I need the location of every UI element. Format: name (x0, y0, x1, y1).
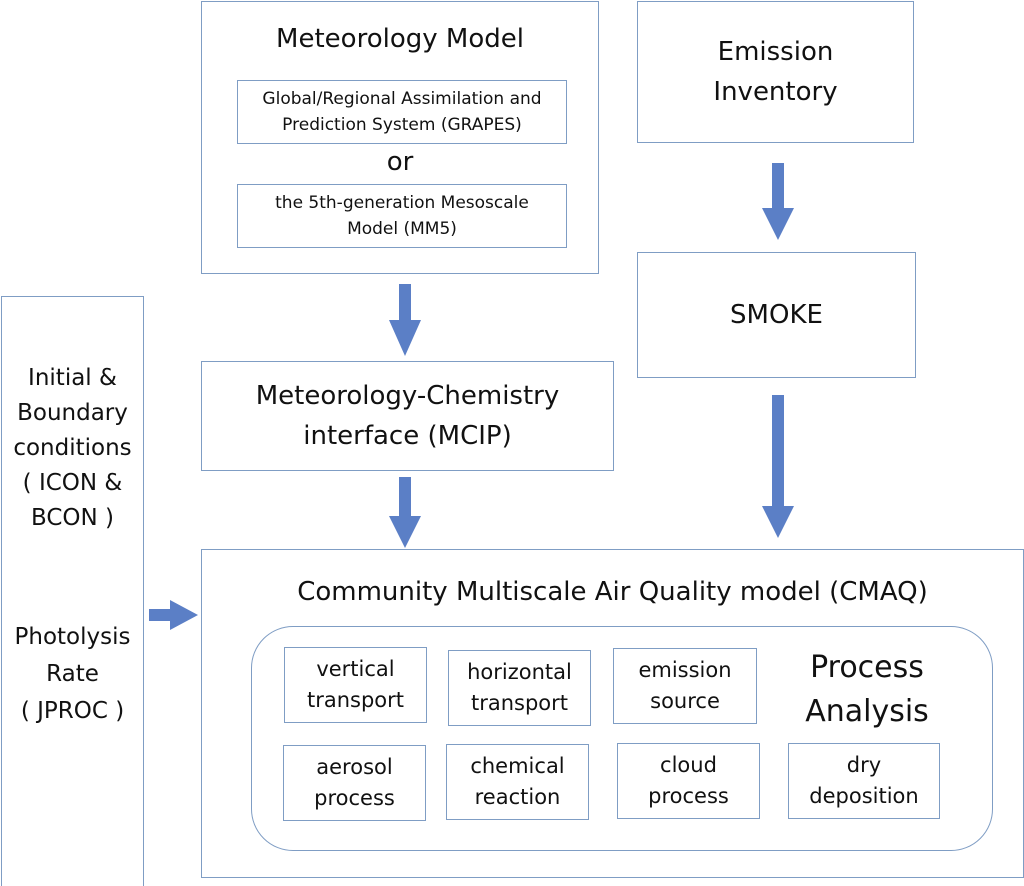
grapes-box: Global/Regional Assimilation and Predict… (237, 80, 567, 144)
process-analysis-label: Process Analysis (805, 650, 929, 729)
mm5-box: the 5th-generation Mesoscale Model (MM5) (237, 184, 567, 248)
process-aerosol-process: aerosol process (283, 745, 426, 821)
arrow-emission-to-smoke (762, 163, 794, 240)
cmaq-title: Community Multiscale Air Quality model (… (297, 577, 928, 607)
emission-inventory-box: Emission Inventory (637, 1, 914, 143)
photolysis-rate-label: Photolysis Rate ( JPROC ) (14, 624, 131, 724)
initial-boundary-conditions-label: Initial & Boundary conditions ( ICON & B… (13, 365, 132, 531)
process-cloud-process: cloud process (617, 743, 760, 819)
process-analysis-container (251, 626, 993, 851)
arrow-meteorology-to-mcip (389, 284, 421, 356)
process-vertical-transport: vertical transport (284, 647, 427, 723)
or-label: or (386, 147, 414, 177)
process-emission-source: emission source (613, 648, 757, 724)
smoke-box: SMOKE (637, 252, 916, 378)
cmaq-box: Community Multiscale Air Quality model (… (201, 549, 1024, 878)
inputs-box: Initial & Boundary conditions ( ICON & B… (1, 296, 144, 886)
arrow-smoke-to-cmaq (762, 395, 794, 538)
arrow-mcip-to-cmaq (389, 477, 421, 548)
arrow-inputs-to-cmaq (149, 600, 198, 630)
process-dry-deposition: dry deposition (788, 743, 940, 819)
process-chemical-reaction: chemical reaction (446, 744, 589, 820)
mcip-box: Meteorology-Chemistry interface (MCIP) (201, 361, 614, 471)
meteorology-model-title: Meteorology Model (276, 24, 524, 54)
meteorology-model-box: Meteorology Model Global/Regional Assimi… (201, 1, 599, 274)
process-horizontal-transport: horizontal transport (448, 650, 591, 726)
